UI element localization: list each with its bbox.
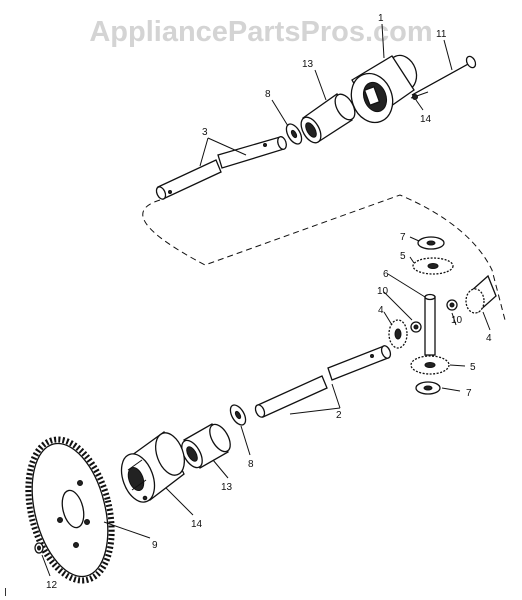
callout-5-top: 5	[400, 251, 406, 262]
watermark-text: AppliancePartsPros.com	[89, 16, 433, 48]
leader-lines	[41, 23, 491, 577]
callout-4-left: 4	[378, 305, 384, 316]
part-10-washer-left	[410, 321, 422, 333]
part-9-sprocket	[25, 436, 115, 584]
part-14-pin-upper	[410, 91, 429, 100]
callout-2: 2	[336, 410, 342, 421]
part-4-bevel-gear-left	[388, 319, 408, 349]
part-5-spur-gear-top	[412, 257, 454, 275]
callout-7-bottom: 7	[466, 388, 472, 399]
part-13-bushing-upper	[300, 93, 356, 144]
part-14-drive-hub-lower	[120, 431, 185, 503]
phantom-connection-line	[142, 194, 506, 321]
callout-7-top: 7	[400, 232, 406, 243]
part-12-nut	[34, 542, 44, 554]
callout-1: 1	[378, 13, 384, 24]
callout-12: 12	[46, 580, 58, 591]
callout-10-right: 10	[451, 315, 463, 326]
callout-13-lower: 13	[221, 482, 233, 493]
callout-14-upper: 14	[420, 114, 432, 125]
part-7-washer-bottom	[415, 381, 441, 395]
callout-8-upper: 8	[265, 89, 271, 100]
edge-tick-mark	[5, 588, 6, 596]
callout-9: 9	[152, 540, 158, 551]
part-1-gear-housing	[350, 54, 418, 124]
callout-11: 11	[436, 29, 447, 40]
part-10-washer-right	[446, 299, 458, 311]
part-8-washer-upper	[285, 123, 303, 145]
callout-3: 3	[202, 127, 208, 138]
callout-6: 6	[383, 269, 389, 280]
callout-10-left: 10	[377, 286, 389, 297]
part-5-spur-gear-bottom	[410, 355, 450, 375]
part-6-vertical-shaft	[424, 293, 436, 356]
part-2-axle-lower	[254, 345, 392, 418]
callout-14-lower: 14	[191, 519, 203, 530]
part-13-bushing-lower	[181, 423, 231, 469]
part-3-axle-upper	[155, 136, 287, 200]
callout-5-bottom: 5	[470, 362, 476, 373]
part-4-bevel-gear-right	[465, 274, 497, 314]
part-11-bolt	[411, 55, 477, 96]
callout-4-right: 4	[486, 333, 492, 344]
callout-13-upper: 13	[302, 59, 314, 70]
callout-8-lower: 8	[248, 459, 254, 470]
part-8-washer-lower	[229, 404, 247, 426]
part-7-washer-top	[417, 236, 445, 250]
callout-labels: 1 11 13 8 3 14 7 5 6 10 10 4 4 5 2 7 8 1…	[46, 13, 492, 591]
